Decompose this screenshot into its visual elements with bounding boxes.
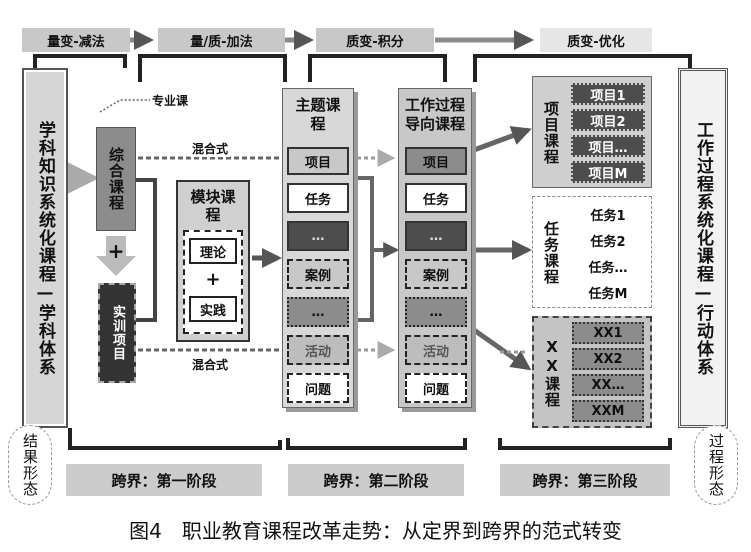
bottom-bracket-1	[68, 428, 282, 450]
stage-top-1: 量变-减法	[22, 28, 130, 52]
zonghe-label: 综合课程	[107, 147, 125, 211]
mokuai-inner: 理论 + 实践	[183, 230, 243, 334]
result-left-label: 结果形态	[21, 433, 39, 497]
zhuti-item-3: …	[287, 221, 349, 251]
zhuti-item-4: 案例	[287, 259, 349, 289]
zhuanye-label: 专业课	[152, 94, 189, 108]
gongzuo-item-6: 活动	[405, 335, 467, 365]
zhuti-bracket	[354, 176, 374, 322]
xx-item-1: XX1	[572, 322, 644, 344]
xiangmu-course: 项目课程 项目1 项目2 项目… 项目M	[532, 76, 652, 188]
gongzuo-item-4: 案例	[405, 259, 467, 289]
bottom-bracket-2	[286, 438, 467, 450]
renwu-item-2: 任务2	[590, 234, 626, 250]
xx-course: XX课程 XX1 XX2 XX… XXM	[532, 316, 652, 428]
zhuti-item-5: …	[287, 297, 349, 327]
zhuti-item-7: 问题	[287, 373, 349, 403]
renwu-item-1: 任务1	[590, 208, 626, 224]
gongzuo-to-xiangmu-arrow	[473, 126, 532, 153]
left-column-label: 学科知识系统化课程—学科体系	[35, 120, 55, 376]
gongzuo-item-1: 项目	[405, 147, 467, 175]
stage-bottom-3: 跨界：第三阶段	[500, 464, 670, 496]
plus-sign: +	[107, 239, 125, 263]
gongzuo-title: 工作过程导向课程	[404, 96, 465, 133]
xx-title: XX课程	[543, 338, 561, 408]
xx-item-3: XX…	[572, 374, 644, 396]
top-bracket-3	[308, 54, 447, 82]
top-bracket-4	[473, 54, 692, 82]
stage-bottom-2: 跨界：第二阶段	[288, 464, 464, 496]
mokuai-title: 模块课程	[190, 188, 236, 224]
xx-item-4: XXM	[572, 400, 644, 422]
gongzuo-item-5: …	[405, 297, 467, 327]
gongzuo-to-xx-arrow	[472, 327, 532, 371]
renwu-course: 任务课程 任务1 任务2 任务… 任务M	[532, 196, 652, 308]
stage-bottom-1: 跨界：第一阶段	[66, 464, 262, 496]
xiangmu-title: 项目课程	[542, 101, 560, 165]
xiangmu-item-1: 项目1	[571, 83, 645, 105]
xx-title-wrap: XX课程	[538, 322, 566, 424]
xiangmu-item-2: 项目2	[571, 109, 645, 131]
result-left: 结果形态	[8, 425, 52, 505]
xiangmu-item-3: 项目…	[571, 135, 645, 157]
xiangmu-title-wrap: 项目课程	[537, 81, 565, 185]
result-right: 过程形态	[694, 425, 738, 505]
mokuai-course: 模块课程 理论 + 实践	[176, 180, 250, 342]
bottom-bracket-3	[498, 438, 672, 450]
mokuai-theory: 理论	[189, 238, 237, 264]
zonghe-bracket	[132, 178, 157, 322]
zonghe-course: 综合课程	[96, 127, 136, 231]
shixun-label: 实训项目	[110, 305, 125, 361]
figure-caption: 图4 职业教育课程改革走势：从定界到跨界的范式转变	[129, 518, 622, 543]
mokuai-plus: +	[205, 268, 221, 290]
right-column: 工作过程系统化课程—行动体系	[678, 68, 728, 428]
hunhe-bottom-label: 混合式	[190, 356, 231, 373]
renwu-title: 任务课程	[542, 221, 560, 285]
zhuti-item-2: 任务	[287, 183, 349, 213]
zhuti-item-1: 项目	[287, 147, 349, 175]
gongzuo-course: 工作过程导向课程 项目 任务 … 案例 … 活动 问题	[398, 88, 472, 408]
gongzuo-item-2: 任务	[405, 183, 467, 213]
renwu-title-wrap: 任务课程	[537, 201, 565, 305]
zhuti-course: 主题课程 项目 任务 … 案例 … 活动 问题	[282, 88, 354, 408]
xiangmu-item-4: 项目M	[571, 161, 645, 183]
zhuanye-pointer	[99, 99, 150, 113]
stage-top-2: 量/质-加法	[158, 28, 285, 52]
stage-top-4: 质变-优化	[540, 28, 652, 52]
left-column: 学科知识系统化课程—学科体系	[22, 68, 68, 428]
renwu-item-3: 任务…	[588, 260, 628, 276]
gongzuo-item-7: 问题	[405, 373, 467, 403]
mokuai-practice: 实践	[189, 296, 237, 322]
top-bracket-2	[138, 54, 287, 82]
right-column-label: 工作过程系统化课程—行动体系	[693, 120, 713, 376]
zhuti-title: 主题课程	[295, 96, 341, 133]
top-bracket-1	[33, 54, 127, 68]
xx-item-2: XX2	[572, 348, 644, 370]
result-right-label: 过程形态	[707, 433, 725, 497]
gongzuo-item-3: …	[405, 221, 467, 251]
stage-top-3: 质变-积分	[316, 28, 434, 52]
hunhe-top-label: 混合式	[190, 140, 231, 157]
shixun-project: 实训项目	[98, 283, 136, 383]
renwu-item-4: 任务M	[588, 286, 628, 302]
zhuti-item-6: 活动	[287, 335, 349, 365]
